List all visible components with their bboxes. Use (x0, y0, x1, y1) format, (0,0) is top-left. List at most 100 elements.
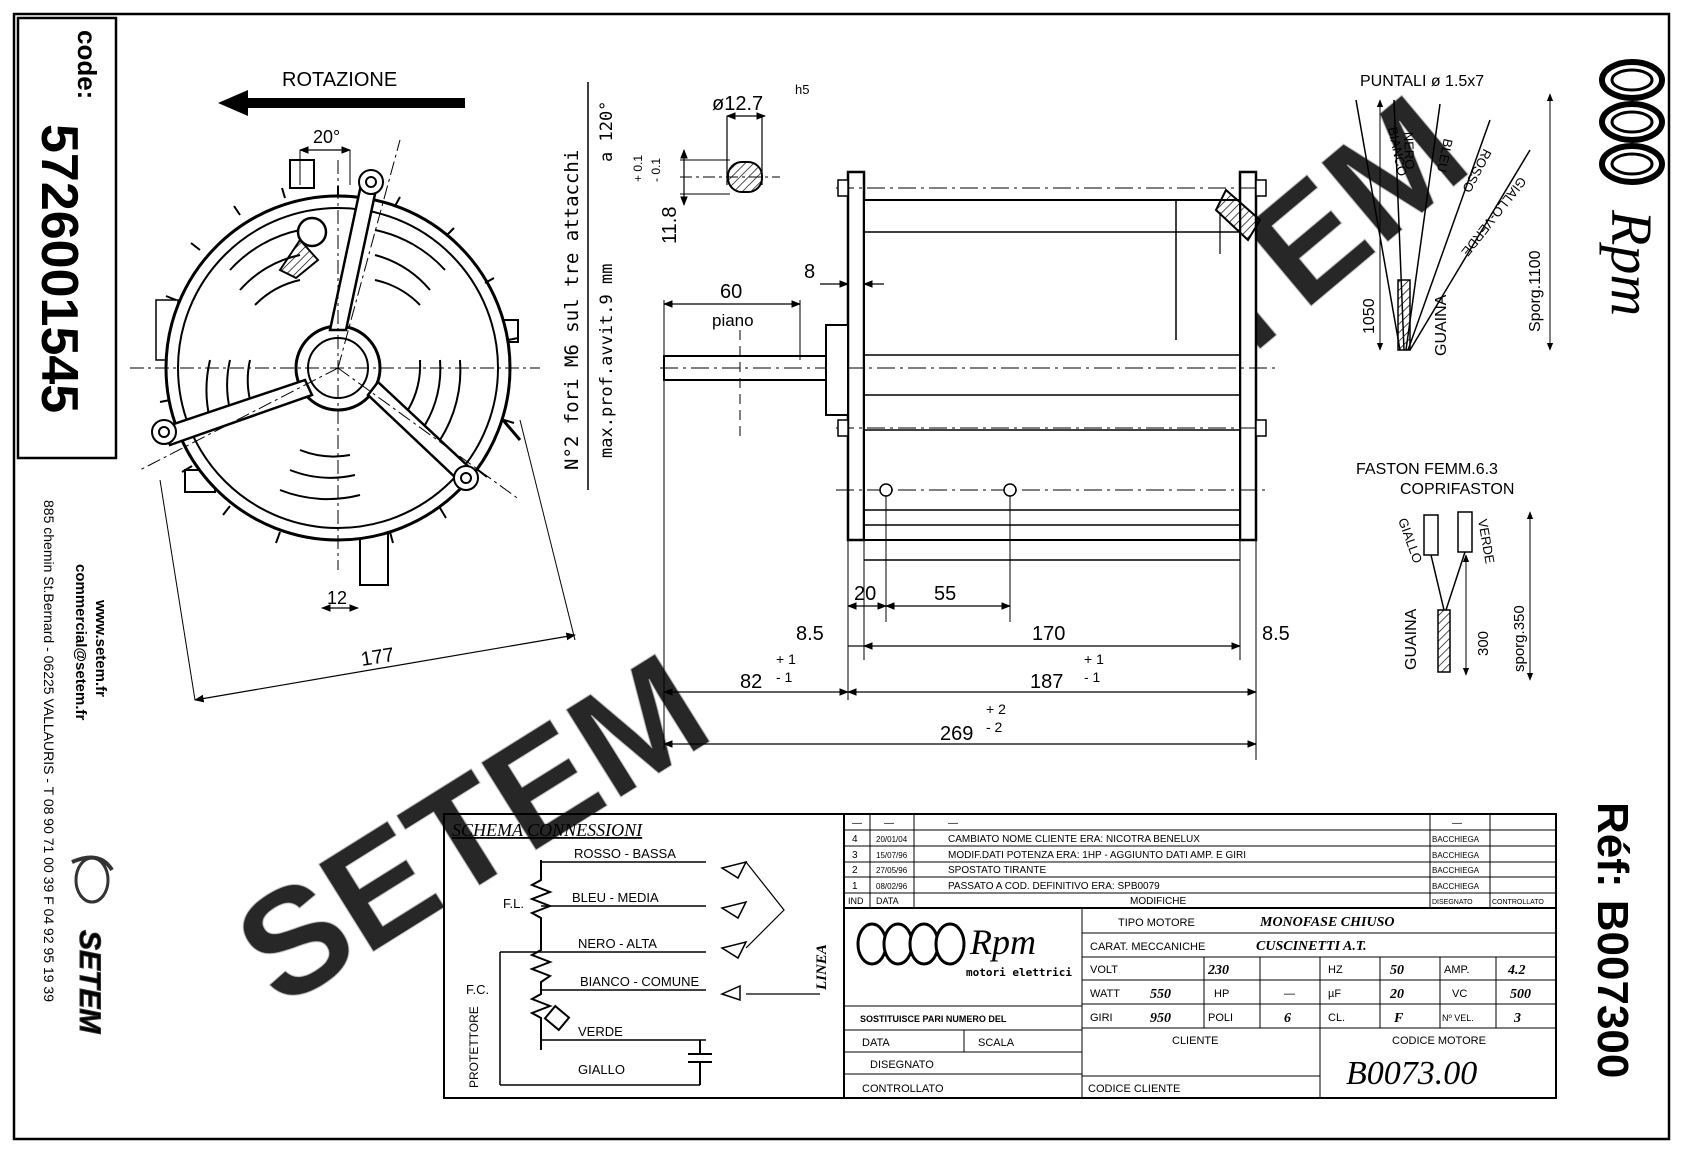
faston-title-1: FASTON FEMM.6.3 (1356, 461, 1498, 478)
tb-watt-value: 550 (1150, 987, 1171, 1002)
schema-bianco: BIANCO - COMUNE (580, 974, 700, 989)
schema-title: SCHEMA CONNESSIONI (452, 820, 643, 840)
schema-protettore: PROTETTORE (467, 1006, 481, 1088)
tb-vc-value: 500 (1510, 987, 1531, 1002)
schema-fl: F.L. (503, 896, 524, 911)
tb-controllato-label: CONTROLLATO (862, 1083, 944, 1095)
rev-0-ind: — (852, 818, 862, 829)
motor-body (863, 199, 1241, 541)
rev-header-modifiche: MODIFICHE (1130, 896, 1186, 907)
flange-left (846, 170, 866, 542)
sporg-label: Sporg.1100 (1527, 250, 1544, 332)
tb-disegnato-label: DISEGNATO (870, 1059, 934, 1071)
tb-cl-value: F (1393, 1011, 1404, 1026)
rpm-logo-coils (1599, 59, 1665, 185)
dim-269-tol-plus: + 2 (986, 701, 1006, 717)
rev-2-ind: 3 (852, 850, 858, 861)
tb-hz-label: HZ (1328, 964, 1343, 976)
faston-guaina: GUAINA (1403, 608, 1420, 670)
side-view: 60 piano 8 20 55 8.5 170 8.5 82 + 1 - 1 … (660, 170, 1290, 760)
dim-60: 60 (720, 281, 742, 303)
setem-logo-mark (74, 856, 110, 904)
dim-269-tol-minus: - 2 (986, 719, 1003, 735)
schema-fc: F.C. (466, 982, 489, 997)
shaft-tol-minus: - 0.1 (649, 158, 663, 182)
shaft-flat-height: 11.8 (659, 207, 681, 244)
wiring-schema: SCHEMA CONNESSIONI ROSSO - BASSA BLEU - … (443, 813, 845, 1099)
tb-cliente-label: CLIENTE (1172, 1035, 1218, 1047)
rev-2-data: 15/07/96 (876, 851, 908, 860)
faston-title-2: COPRIFASTON (1400, 481, 1514, 498)
tb-vel-label: Nº VEL. (1442, 1013, 1474, 1023)
rev-header-data: DATA (876, 896, 899, 906)
dim-12: 12 (327, 588, 347, 608)
holes-note-1: N°2 fori M6 sul tre attacchi (561, 150, 583, 470)
dim-55: 55 (934, 583, 956, 605)
tb-giri-label: GIRI (1090, 1012, 1113, 1024)
title-block: — — — — 4 20/01/04 CAMBIATO NOME CLIENTE… (843, 813, 1557, 1099)
rev-2-desc: MODIF.DATI POTENZA ERA: 1HP - AGGIUNTO D… (948, 850, 1246, 861)
rev-3-by: BACCHIEGA (1432, 866, 1480, 875)
rev-header-controllato: CONTROLLATO (1492, 899, 1544, 906)
dim-187-tol-minus: - 1 (1084, 669, 1101, 685)
wire-bleu: BLEU (1434, 137, 1456, 173)
rev-4-data: 08/02/96 (876, 882, 908, 891)
tb-codice-cliente-label: CODICE CLIENTE (1088, 1083, 1180, 1095)
piano-label: piano (712, 311, 754, 330)
rev-3-ind: 2 (852, 865, 858, 876)
guaina-label: GUAINA (1433, 294, 1450, 356)
dim-8-5-right: 8.5 (1262, 623, 1290, 645)
rev-1-by: BACCHIEGA (1432, 835, 1480, 844)
tb-giri-value: 950 (1150, 1011, 1171, 1026)
tb-vc-label: VC (1452, 988, 1467, 1000)
rpm-brand: Rpm (1599, 209, 1664, 316)
dim-82-tol-plus: + 1 (776, 651, 796, 667)
sheath (1397, 279, 1411, 351)
shaft-detail: ø12.7 h5 11.8 + 0.1 - 0.1 (631, 82, 809, 244)
dim-8-top: 8 (804, 261, 815, 283)
rev-0-desc: — (948, 818, 958, 829)
tb-uf-value: 20 (1389, 987, 1404, 1002)
rev-header-disegnato: DISEGNATO (1432, 899, 1473, 906)
rev-4-by: BACCHIEGA (1432, 882, 1480, 891)
dim-20: 20 (854, 583, 876, 605)
tb-poli-label: POLI (1208, 1012, 1233, 1024)
tb-volt-label: VOLT (1090, 964, 1118, 976)
dim-82-tol-minus: - 1 (776, 669, 793, 685)
tb-amp-label: AMP. (1444, 964, 1469, 976)
rev-3-data: 27/05/96 (876, 866, 908, 875)
code-label: code: (72, 30, 102, 99)
rev-3-desc: SPOSTATO TIRANTE (948, 865, 1046, 876)
dim-170: 170 (1032, 623, 1065, 645)
holes-note-2: max.prof.avvit.9 mm (597, 264, 617, 458)
tb-tipo-motore-label: TIPO MOTORE (1118, 917, 1195, 929)
rev-2-by: BACCHIEGA (1432, 851, 1480, 860)
left-panel: code: 5726001545 www.setem.fr commercial… (16, 16, 118, 1035)
setem-logo-text: SETEM (73, 930, 106, 1034)
shaft-tol-plus: + 0.1 (631, 155, 645, 182)
dim-82: 82 (740, 671, 762, 693)
faston-dim-300: 300 (1475, 631, 1492, 656)
tb-poli-value: 6 (1284, 1011, 1291, 1026)
rev-4-ind: 1 (852, 881, 858, 892)
schema-linea: LINEA (814, 944, 830, 991)
rev-4-desc: PASSATO A COD. DEFINITIVO ERA: SPB0079 (948, 881, 1160, 892)
setem-logo: SETEM (71, 855, 114, 1035)
dim-1050: 1050 (1361, 298, 1378, 334)
dim-187-tol-plus: + 1 (1084, 651, 1104, 667)
schema-rosso: ROSSO - BASSA (574, 846, 676, 861)
faston-sheath (1437, 609, 1451, 673)
email: commercial@setem.fr (72, 564, 89, 721)
address: 885 chemin St.Bernard - 06225 VALLAURIS … (41, 500, 57, 1002)
tb-sostituisce: SOSTITUISCE PARI NUMERO DEL (860, 1014, 1007, 1024)
sheet-border (12, 12, 1671, 1141)
website: www.setem.fr (92, 599, 109, 697)
code-value: 5726001545 (30, 124, 88, 413)
holes-note-3: a 120° (597, 101, 617, 162)
tb-hz-value: 50 (1390, 963, 1404, 978)
tb-codice-motore-value: B0073.00 (1346, 1055, 1477, 1092)
ref-code: Réf: B007300 (1588, 802, 1637, 1078)
rev-1-ind: 4 (852, 834, 858, 845)
right-panel: Rpm Réf: B007300 (1588, 59, 1665, 1078)
